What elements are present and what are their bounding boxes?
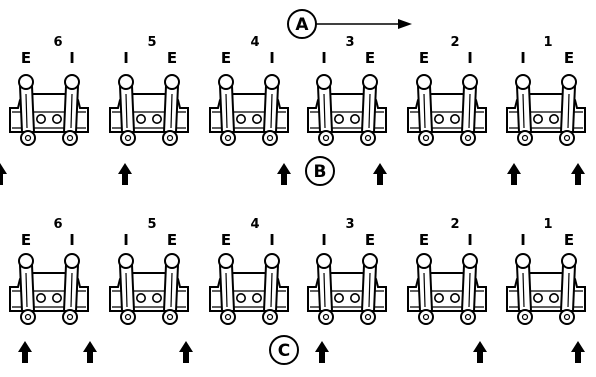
intake-valve-label: I — [269, 231, 275, 249]
cylinder-number-label: 6 — [53, 217, 62, 232]
exhaust-valve-label: E — [167, 49, 177, 67]
rocker-arm-pair — [209, 74, 289, 146]
exhaust-valve-label: E — [21, 49, 31, 67]
rocker-arm-pair — [9, 253, 89, 325]
intake-valve-label: I — [69, 231, 75, 249]
adjust-valve-arrow-icon — [507, 163, 521, 185]
rocker-row-bottom: E I I E E I I E E I I E 6 5 4 3 2 1 — [9, 217, 586, 363]
exhaust-valve-label: E — [419, 49, 429, 67]
cylinder-number-label: 3 — [345, 35, 354, 50]
exhaust-valve-label: E — [365, 231, 375, 249]
intake-valve-label: I — [520, 231, 526, 249]
cylinder-number-label: 1 — [543, 217, 552, 232]
cylinder-number-label: 2 — [450, 35, 459, 50]
adjust-valve-arrow-icon — [118, 163, 132, 185]
intake-valve-label: I — [123, 231, 129, 249]
intake-valve-label: I — [321, 231, 327, 249]
intake-valve-label: I — [467, 49, 473, 67]
intake-valve-label: I — [520, 49, 526, 67]
cylinder-number-label: 5 — [147, 35, 156, 50]
exhaust-valve-label: E — [365, 49, 375, 67]
intake-valve-label: I — [321, 49, 327, 67]
adjust-valve-arrow-icon — [18, 341, 32, 363]
adjust-valve-arrow-icon — [571, 163, 585, 185]
rocker-arm-pair — [9, 74, 89, 146]
cylinder-number-label: 4 — [250, 35, 259, 50]
exhaust-valve-label: E — [419, 231, 429, 249]
intake-valve-label: I — [269, 49, 275, 67]
callout-b: B — [305, 156, 335, 186]
exhaust-valve-label: E — [564, 231, 574, 249]
rocker-arm-pair — [307, 74, 387, 146]
adjust-valve-arrow-icon — [83, 341, 97, 363]
rocker-arm-pair — [407, 253, 487, 325]
exhaust-valve-label: E — [167, 231, 177, 249]
intake-valve-label: I — [467, 231, 473, 249]
exhaust-valve-label: E — [21, 231, 31, 249]
adjust-valve-arrow-icon — [179, 341, 193, 363]
adjust-valve-arrow-icon — [473, 341, 487, 363]
exhaust-valve-label: E — [221, 231, 231, 249]
exhaust-valve-label: E — [564, 49, 574, 67]
adjust-valve-arrow-icon — [277, 163, 291, 185]
intake-valve-label: I — [123, 49, 129, 67]
cylinder-number-label: 5 — [147, 217, 156, 232]
callout-a: A — [287, 9, 412, 39]
callout-c: C — [269, 335, 299, 365]
cylinder-number-label: 3 — [345, 217, 354, 232]
callout-b-letter: B — [314, 162, 327, 182]
rocker-row-top: E I I E E I I E E I I E 6 5 4 3 2 1 — [0, 35, 586, 185]
rocker-arm-pair — [506, 253, 586, 325]
callout-a-letter: A — [295, 15, 309, 35]
adjust-valve-arrow-icon — [373, 163, 387, 185]
cylinder-number-label: 2 — [450, 217, 459, 232]
rocker-arm-pair — [407, 74, 487, 146]
rocker-arm-pair — [209, 253, 289, 325]
callout-c-letter: C — [278, 341, 290, 361]
cylinder-number-label: 6 — [53, 35, 62, 50]
rocker-arm-pair — [109, 74, 189, 146]
cylinder-number-label: 1 — [543, 35, 552, 50]
adjust-valve-arrow-icon — [315, 341, 329, 363]
rocker-arm-pair — [109, 253, 189, 325]
cylinder-number-label: 4 — [250, 217, 259, 232]
adjust-valve-arrow-icon — [571, 341, 585, 363]
adjust-valve-arrow-icon — [0, 163, 7, 185]
intake-valve-label: I — [69, 49, 75, 67]
direction-arrowhead — [398, 19, 412, 29]
rocker-arm-pair — [307, 253, 387, 325]
exhaust-valve-label: E — [221, 49, 231, 67]
rocker-arm-pair — [506, 74, 586, 146]
